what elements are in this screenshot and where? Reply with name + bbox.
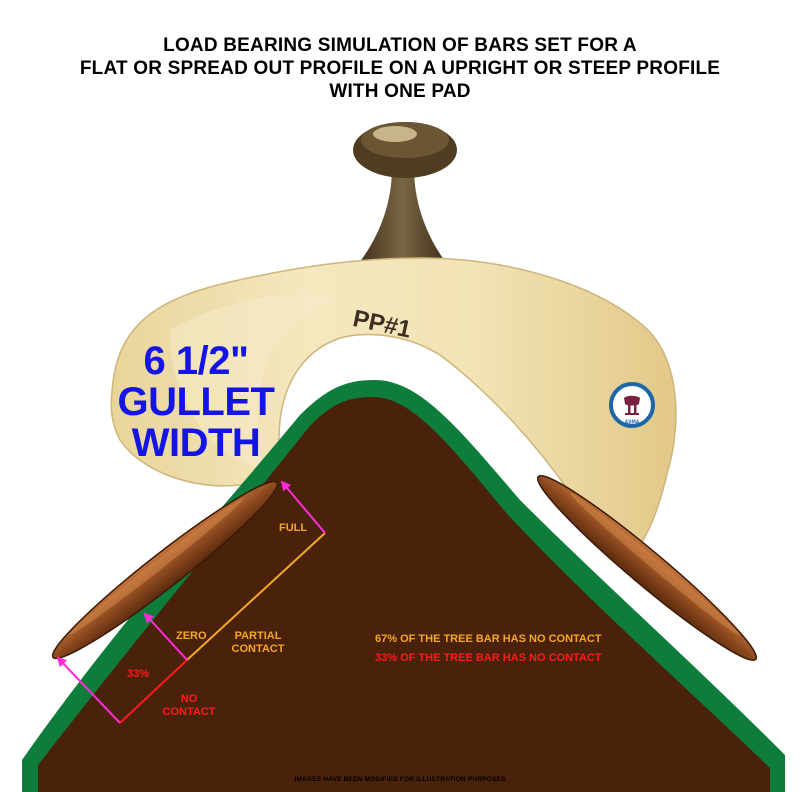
saddle-horn bbox=[353, 122, 457, 268]
no-contact-line-1: NO bbox=[180, 693, 198, 705]
asma-logo-text: ASMA bbox=[625, 420, 640, 426]
title-line-3: WITH ONE PAD bbox=[329, 81, 471, 102]
partial-contact-line-1: PARTIAL bbox=[234, 630, 282, 642]
right-tree-bar bbox=[536, 475, 758, 661]
partial-contact-line-2: CONTACT bbox=[231, 643, 285, 655]
horse-back bbox=[38, 397, 770, 792]
partial-contact-label: PARTIAL CONTACT bbox=[228, 630, 288, 656]
no-contact-line bbox=[119, 659, 188, 724]
footer-note: IMAGES HAVE BEEN MODIFIED FOR ILLUSTRATI… bbox=[294, 776, 506, 783]
no-contact-offset-arrow bbox=[56, 656, 121, 724]
partial-contact-line bbox=[186, 532, 326, 661]
stat-33-text: 33% OF THE TREE BAR HAS NO CONTACT bbox=[375, 652, 602, 664]
gullet-label: GULLET bbox=[117, 380, 275, 424]
full-contact-label: FULL bbox=[279, 522, 308, 534]
zero-contact-label: ZERO bbox=[176, 630, 207, 642]
gullet-measure: 6 1/2" bbox=[143, 339, 249, 383]
asma-logo: ASMA bbox=[609, 382, 655, 428]
title-line-1: LOAD BEARING SIMULATION OF BARS SET FOR … bbox=[163, 35, 637, 56]
no-contact-line-2: CONTACT bbox=[162, 706, 216, 718]
zero-offset-arrow bbox=[143, 612, 188, 661]
stat-67-text: 67% OF THE TREE BAR HAS NO CONTACT bbox=[375, 633, 602, 645]
tree-inner-shading bbox=[169, 294, 340, 470]
left-tree-bar bbox=[51, 480, 279, 660]
no-contact-label: NO CONTACT bbox=[158, 693, 220, 719]
full-offset-arrow bbox=[280, 480, 326, 534]
percent-33-label: 33% bbox=[127, 668, 150, 680]
gullet-width-label: WIDTH bbox=[131, 421, 261, 465]
title-line-2: FLAT OR SPREAD OUT PROFILE ON A UPRIGHT … bbox=[79, 58, 721, 79]
